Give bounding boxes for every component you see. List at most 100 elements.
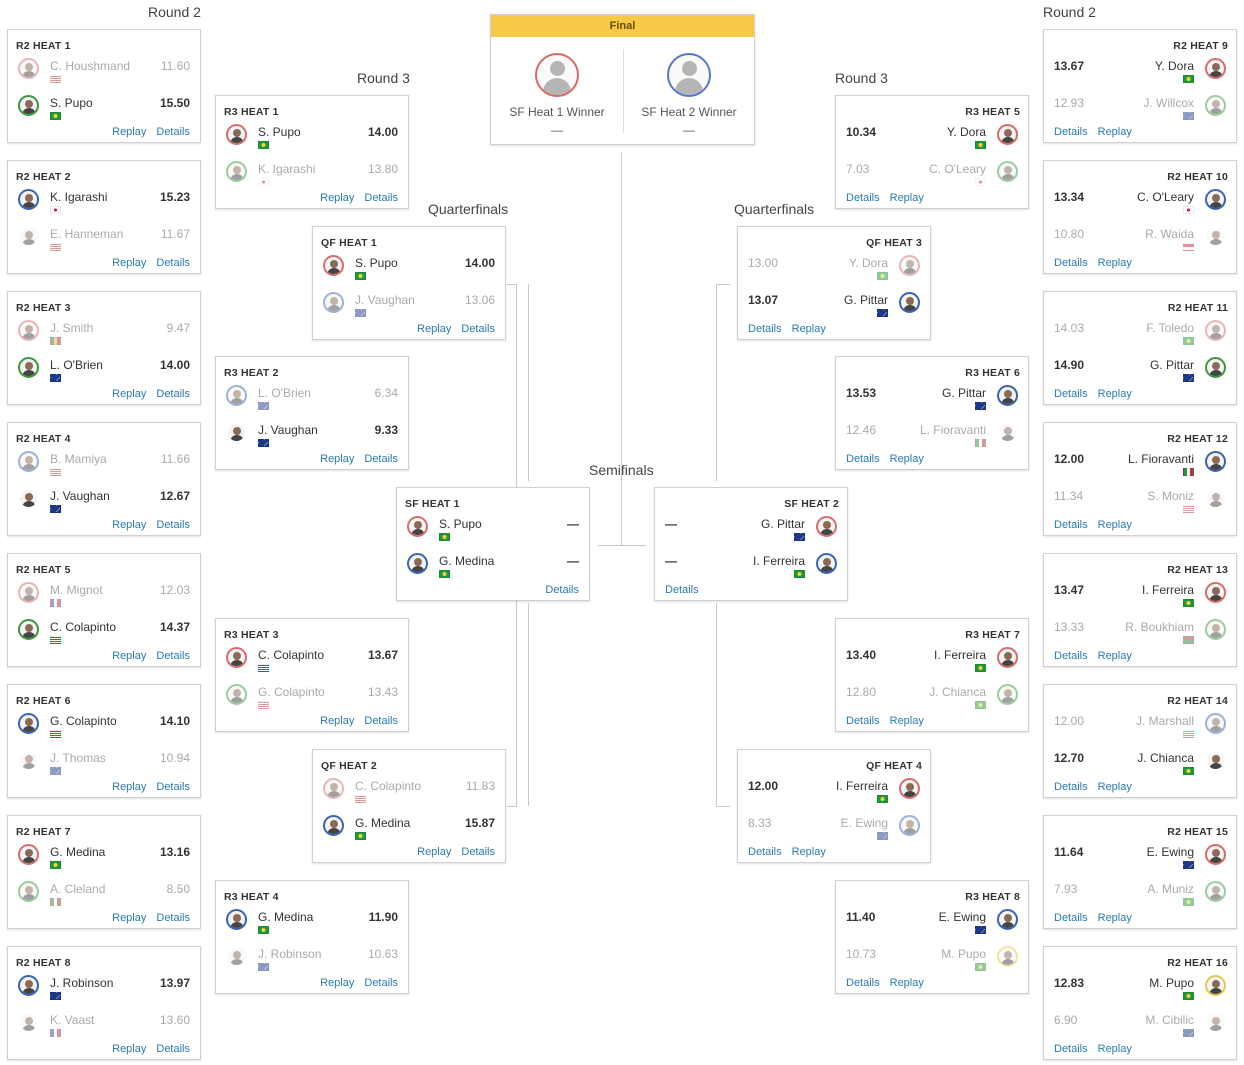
replay-link[interactable]: Replay <box>1097 388 1132 400</box>
replay-link[interactable]: Replay <box>112 781 147 793</box>
details-link[interactable]: Details <box>846 453 880 465</box>
replay-link[interactable]: Replay <box>417 846 452 858</box>
details-link[interactable]: Details <box>1054 650 1088 662</box>
heat-player-row[interactable]: G. Pittar— <box>655 514 847 550</box>
replay-link[interactable]: Replay <box>889 453 924 465</box>
replay-link[interactable]: Replay <box>1097 519 1132 531</box>
details-link[interactable]: Details <box>364 977 398 989</box>
details-link[interactable]: Details <box>156 781 190 793</box>
details-link[interactable]: Details <box>1054 519 1088 531</box>
details-link[interactable]: Details <box>748 323 782 335</box>
replay-link[interactable]: Replay <box>112 912 147 924</box>
heat-player-row[interactable]: S. Pupo— <box>397 514 589 550</box>
final-heat-card[interactable]: Final SF Heat 1 Winner — SF Heat 2 Winne… <box>490 14 755 145</box>
details-link[interactable]: Details <box>156 519 190 531</box>
details-link[interactable]: Details <box>156 912 190 924</box>
details-link[interactable]: Details <box>364 715 398 727</box>
replay-link[interactable]: Replay <box>1097 912 1132 924</box>
details-link[interactable]: Details <box>461 846 495 858</box>
details-link[interactable]: Details <box>156 257 190 269</box>
details-link[interactable]: Details <box>156 650 190 662</box>
heat-player-row[interactable]: I. Ferreira— <box>655 551 847 587</box>
replay-link[interactable]: Replay <box>791 846 826 858</box>
replay-link[interactable]: Replay <box>1097 257 1132 269</box>
details-link[interactable]: Details <box>1054 1043 1088 1055</box>
replay-link[interactable]: Replay <box>1097 126 1132 138</box>
details-link[interactable]: Details <box>156 388 190 400</box>
replay-link[interactable]: Replay <box>320 977 355 989</box>
details-link[interactable]: Details <box>461 323 495 335</box>
replay-link[interactable]: Replay <box>320 453 355 465</box>
details-link[interactable]: Details <box>1054 257 1088 269</box>
details-link[interactable]: Details <box>665 584 699 596</box>
details-link[interactable]: Details <box>1054 388 1088 400</box>
details-link[interactable]: Details <box>1054 126 1088 138</box>
replay-link[interactable]: Replay <box>320 192 355 204</box>
details-link[interactable]: Details <box>1054 912 1088 924</box>
details-link[interactable]: Details <box>156 1043 190 1055</box>
replay-link[interactable]: Replay <box>791 323 826 335</box>
details-link[interactable]: Details <box>1054 781 1088 793</box>
replay-link[interactable]: Replay <box>1097 1043 1132 1055</box>
heat-player-row[interactable]: G. Medina— <box>397 551 589 587</box>
details-link[interactable]: Details <box>846 192 880 204</box>
